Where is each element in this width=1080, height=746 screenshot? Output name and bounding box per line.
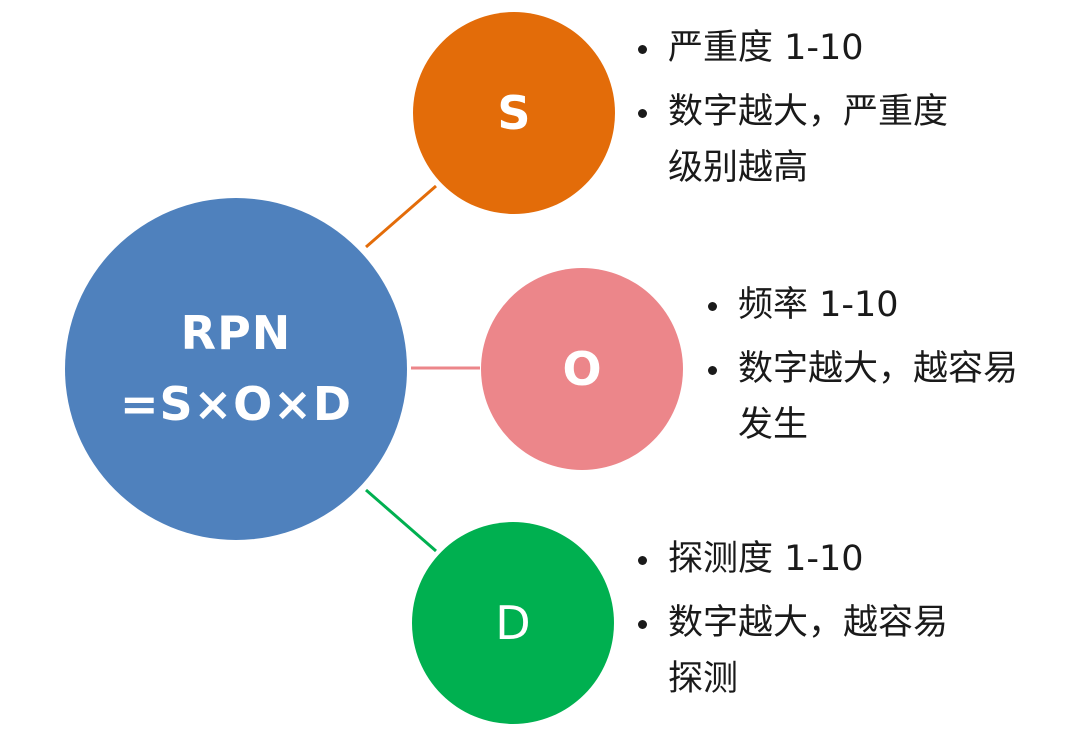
severity-meaning-text: 数字越大，严重度级别越高 [668, 92, 949, 188]
detection-description: 探测度 1-10 数字越大，越容易探测 [636, 531, 958, 715]
occurrence-range-item: 频率 1-10 [706, 277, 1028, 333]
bullet-icon [638, 45, 647, 54]
detection-meaning-text: 数字越大，越容易探测 [668, 603, 949, 699]
detection-bullet-list: 探测度 1-10 数字越大，越容易探测 [636, 531, 958, 707]
occurrence-letter: O [562, 342, 602, 396]
detection-letter: D [495, 596, 531, 650]
connector-severity [365, 184, 437, 249]
severity-range-item: 严重度 1-10 [636, 20, 958, 76]
occurrence-meaning-text: 数字越大，越容易发生 [738, 349, 1019, 445]
connector-detection [365, 488, 437, 553]
severity-description: 严重度 1-10 数字越大，严重度级别越高 [636, 20, 958, 204]
detection-meaning-item: 数字越大，越容易探测 [636, 595, 958, 707]
occurrence-circle: O [481, 268, 683, 470]
severity-meaning-item: 数字越大，严重度级别越高 [636, 84, 958, 196]
rpn-main-circle: RPN =S×O×D [65, 198, 407, 540]
detection-circle: D [412, 522, 614, 724]
bullet-icon [638, 620, 647, 629]
severity-range-text: 严重度 1-10 [668, 28, 864, 68]
rpn-formula: =S×O×D [119, 377, 353, 431]
detection-range-text: 探测度 1-10 [668, 539, 864, 579]
severity-letter: S [497, 86, 531, 140]
occurrence-range-text: 频率 1-10 [738, 285, 899, 325]
occurrence-meaning-item: 数字越大，越容易发生 [706, 341, 1028, 453]
rpn-title: RPN [180, 305, 292, 360]
detection-range-item: 探测度 1-10 [636, 531, 958, 587]
severity-bullet-list: 严重度 1-10 数字越大，严重度级别越高 [636, 20, 958, 196]
bullet-icon [708, 366, 717, 375]
occurrence-bullet-list: 频率 1-10 数字越大，越容易发生 [706, 277, 1028, 453]
bullet-icon [708, 302, 717, 311]
bullet-icon [638, 109, 647, 118]
severity-circle: S [413, 12, 615, 214]
bullet-icon [638, 556, 647, 565]
occurrence-description: 频率 1-10 数字越大，越容易发生 [706, 277, 1028, 461]
